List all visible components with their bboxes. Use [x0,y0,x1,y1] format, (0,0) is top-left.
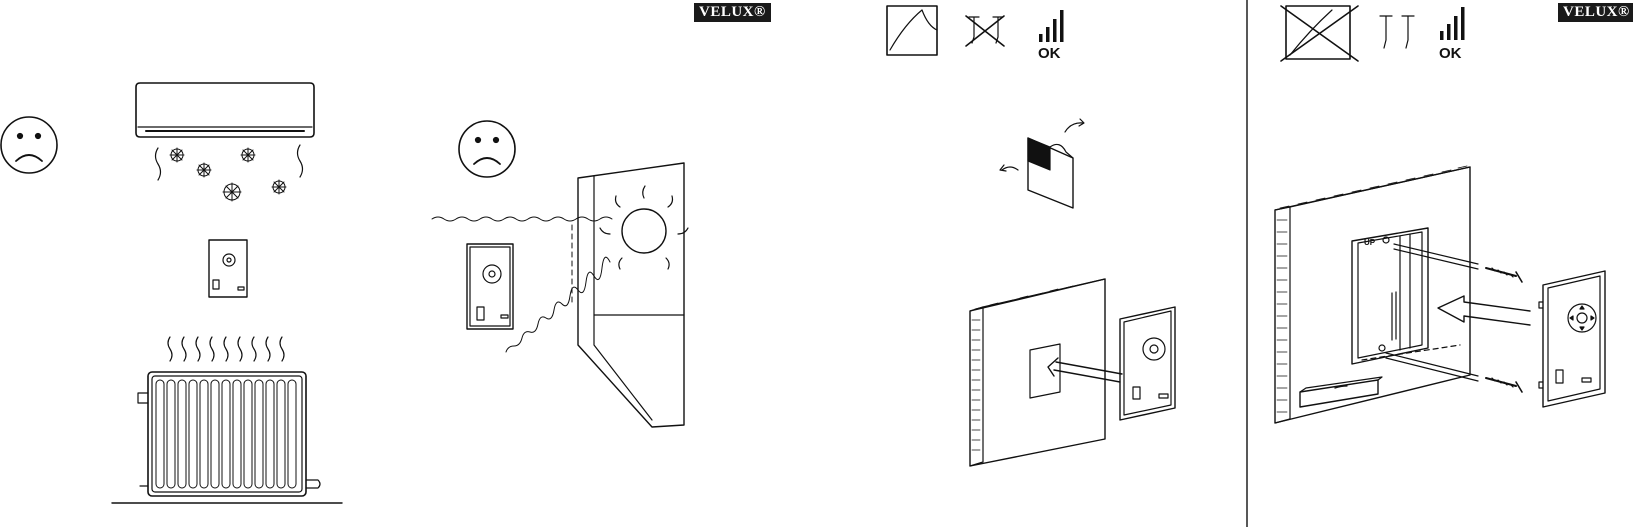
velux-logo-right: VELUX® [1558,3,1633,22]
window-frame [578,163,684,427]
peel-adhesive-illustration [1000,119,1084,208]
adhesive-sheet-icon [887,6,937,55]
level-icon [1300,377,1382,407]
wall-bracket [1352,228,1460,364]
wall-switch-icon [467,244,513,329]
screw-icon-mount [1486,268,1522,392]
direction-arrow [1438,296,1530,325]
wall-block-screws [1275,166,1470,423]
ok-label-adhesive: OK [1038,45,1061,62]
sun-icon [600,186,688,269]
wall-block-adhesive [970,279,1122,466]
ok-label-screws: OK [1439,45,1462,62]
screw-icon [1380,16,1414,48]
radiator-icon [112,337,342,503]
crossed-adhesive-icon [1281,6,1358,61]
signal-strength-icon-left [1039,10,1064,42]
sad-face-icon-right [459,121,515,177]
snowflake-icon [170,148,286,201]
sad-face-icon-left [1,117,57,173]
up-label: UP [1364,238,1375,247]
signal-strength-icon-right [1440,7,1465,40]
crossed-screws-icon [966,16,1004,46]
velux-logo-left: VELUX® [694,3,771,22]
remote-control-icon [1120,307,1175,420]
air-conditioner-icon [136,83,314,180]
remote-control-icon-mount [1539,271,1605,407]
sun-rays [432,217,612,352]
wall-switch-icon-small [209,240,247,297]
